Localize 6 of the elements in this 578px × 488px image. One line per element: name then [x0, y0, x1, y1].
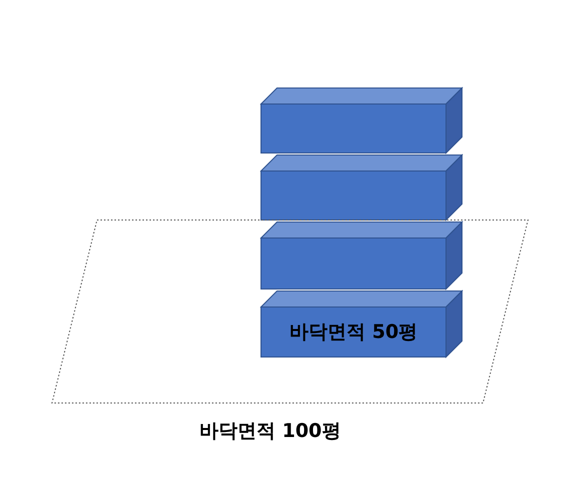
floor-block: [261, 88, 462, 153]
floor-block: [261, 222, 462, 289]
floor-block: [261, 291, 462, 357]
area-label: 바닥면적 100평: [200, 419, 341, 444]
block-label: 바닥면적 50평: [290, 320, 418, 345]
floor-block: [261, 155, 462, 220]
